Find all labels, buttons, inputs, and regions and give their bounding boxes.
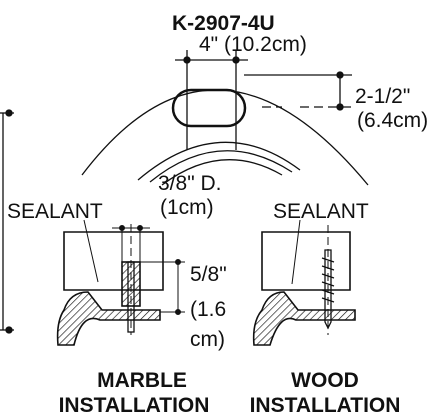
marble-sink-flange	[56, 291, 161, 346]
bolt-diameter-dimension	[112, 225, 150, 231]
slot-height-cm-label: (6.4cm)	[357, 109, 428, 132]
model-number: K-2907-4U	[172, 12, 275, 35]
wood-caption-2: INSTALLATION	[250, 394, 401, 417]
wood-screw	[321, 249, 335, 330]
bowl-inner-rim-1	[137, 141, 301, 181]
marble-countertop	[63, 231, 164, 291]
overall-height-dimension	[0, 109, 14, 334]
bowl-inner-rim-3	[161, 159, 283, 186]
wood-countertop	[261, 231, 351, 291]
slot-height-dimension	[244, 71, 352, 111]
sealant-wood-label: SEALANT	[273, 200, 369, 223]
bowl-inner-rim-2	[149, 150, 293, 183]
marble-anchor-insert	[121, 261, 141, 307]
sealant-marble-label: SEALANT	[7, 200, 103, 223]
wood-sink-flange	[252, 291, 356, 346]
slot-width-dimension	[175, 50, 248, 150]
sink-top-view	[81, 88, 369, 186]
marble-bolt	[127, 261, 135, 333]
marble-sealant-leader	[83, 219, 99, 283]
marble-caption-2: INSTALLATION	[59, 394, 210, 417]
slot-width-label: 4" (10.2cm)	[199, 33, 307, 56]
depth-cm-label-1: (1.6	[190, 298, 226, 321]
depth-cm-label-2: cm)	[190, 328, 225, 351]
slot-height-in-label: 2-1/2"	[355, 85, 410, 108]
bowl-outer-rim	[81, 89, 369, 186]
wood-section	[252, 219, 356, 346]
overflow-slot	[171, 88, 247, 128]
bolt-diameter-in-label: 3/8" D.	[158, 172, 221, 195]
depth-in-label: 5/8"	[190, 263, 227, 286]
bolt-diameter-cm-label: (1cm)	[160, 196, 214, 219]
wood-sealant-leader	[291, 219, 301, 285]
wood-caption-1: WOOD	[291, 369, 359, 392]
marble-caption-1: MARBLE	[97, 369, 187, 392]
depth-dimension	[140, 259, 185, 315]
marble-section	[56, 219, 185, 346]
